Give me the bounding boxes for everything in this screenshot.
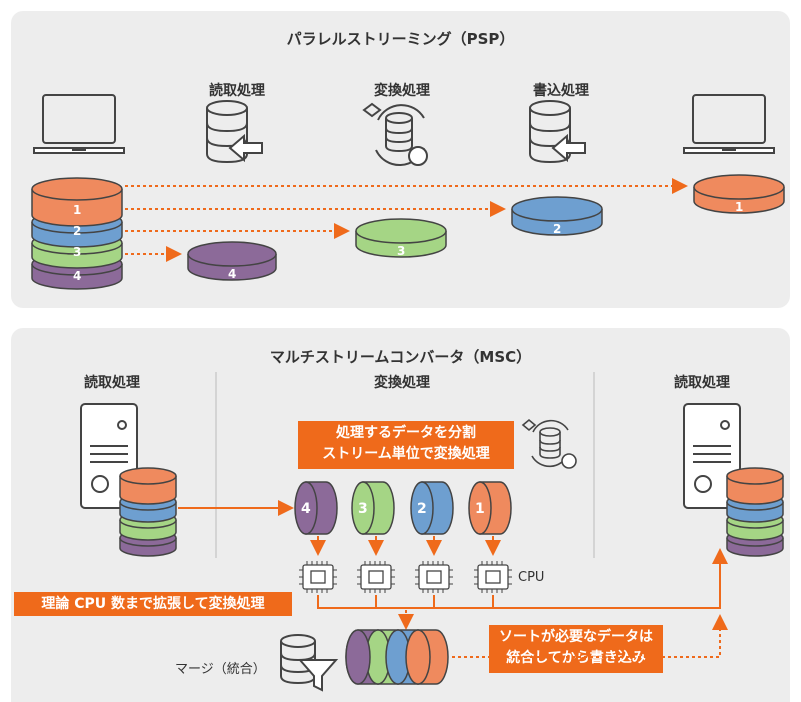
cpu-chip-icons [302, 564, 509, 590]
psp-disk-stack [31, 177, 123, 290]
sort-note-line1: ソートが必要なデータは [499, 629, 653, 645]
output-bus-line [317, 548, 728, 609]
msc-left-label: 読取処理 [84, 375, 140, 391]
out-num-4: 4 [228, 267, 236, 281]
psp-dotted-arrows [125, 178, 688, 262]
psp-convert-label: 変換処理 [374, 83, 430, 99]
msc-output-stack [726, 467, 784, 557]
psp-read-label: 読取処理 [209, 83, 265, 99]
stream-cylinder-4 [294, 481, 338, 535]
msc-center-label: 変換処理 [374, 375, 430, 391]
psp-write-label: 書込処理 [533, 83, 589, 99]
laptop-icon-left [33, 94, 125, 154]
sort-note-box: ソートが必要なデータは 統合してから書き込み [489, 625, 663, 673]
stream-cylinder-2 [410, 481, 454, 535]
stream-num-3: 3 [358, 501, 368, 517]
out-num-3: 3 [397, 244, 405, 258]
read-database-icon [206, 100, 263, 164]
server-icon-right [683, 403, 741, 509]
sort-note-line2: 統合してから書き込み [506, 650, 646, 666]
stack-num-2: 2 [73, 224, 81, 238]
stream-to-cpu-arrows [310, 536, 501, 556]
psp-out-disk-1 [693, 174, 785, 214]
psp-title: パラレルストリーミング（PSP） [286, 30, 515, 48]
merge-label: マージ（統合） [175, 662, 266, 677]
merged-data-cylinder [345, 629, 449, 685]
cpu-label: CPU [518, 570, 545, 585]
merge-dotted-arrows [398, 610, 728, 658]
out-num-1: 1 [735, 200, 743, 214]
out-num-2: 2 [553, 222, 561, 236]
msc-right-label: 読取処理 [674, 375, 730, 391]
split-note-line1: 処理するデータを分割 [336, 425, 476, 441]
cpu-chip-pins [299, 561, 512, 593]
psp-panel [11, 11, 790, 308]
stream-num-4: 4 [301, 501, 311, 517]
psp-out-disk-2 [511, 196, 603, 236]
msc-dividers [215, 372, 595, 558]
stack-num-3: 3 [73, 245, 81, 259]
msc-source-stack [119, 467, 177, 557]
split-note-box: 処理するデータを分割 ストリーム単位で変換処理 [298, 421, 514, 469]
expand-note-box: 理論 CPU 数まで拡張して変換処理 [14, 592, 292, 616]
stack-num-4: 4 [73, 269, 81, 283]
split-note-line2: ストリーム単位で変換処理 [322, 446, 490, 462]
merge-funnel-icon [280, 634, 339, 692]
convert-cycle-icon-small [521, 418, 577, 469]
stream-num-2: 2 [417, 501, 427, 517]
stream-num-1: 1 [475, 501, 485, 517]
psp-out-disk-3 [355, 218, 447, 258]
convert-cycle-icon [362, 102, 428, 167]
write-database-icon [529, 100, 586, 164]
laptop-icon-right [683, 94, 775, 154]
msc-title: マルチストリームコンバータ（MSC） [269, 348, 532, 366]
stream-cylinder-1 [468, 481, 512, 535]
psp-out-disk-4 [187, 241, 277, 281]
stream-cylinder-3 [351, 481, 395, 535]
stack-num-1: 1 [73, 203, 81, 217]
